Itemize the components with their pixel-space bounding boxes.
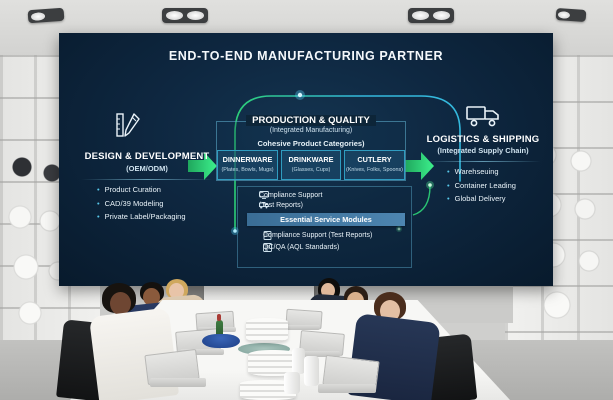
category-sub: (Glasses, Cups) (291, 167, 331, 173)
design-development-section: DESIGN & DEVELOPMENT (OEM/ODM) Product C… (69, 109, 225, 229)
decor-bottle (216, 314, 223, 338)
category-name: DINNERWARE (222, 155, 273, 164)
logistics-bullet: Warehseuing (447, 167, 551, 176)
logistics-shipping-section: LOGISTICS & SHIPPING (Integrated Supply … (415, 103, 551, 233)
production-heading: PRODUCTION & QUALITY (216, 115, 406, 126)
design-bullet: Private Label/Packaging (97, 212, 225, 221)
plate-stack (246, 318, 288, 342)
white-vase (284, 372, 300, 394)
ceiling-light (27, 7, 65, 24)
divider (81, 179, 213, 180)
category-cutlery: CUTLERY (Knives, Folks, Spoons) (344, 150, 405, 180)
service-modules-box: Compliance Support (Test Reports) Essent… (237, 186, 412, 268)
logistics-bullet-list: Warehseuing Container Leading Global Del… (447, 167, 551, 208)
connector-lines (188, 90, 461, 235)
arrow-design-to-production (188, 152, 217, 180)
design-bullet: CAD/39 Modeling (97, 199, 225, 208)
service-row: (Test Reports) (259, 201, 303, 209)
service-row: Compliance Support (Test Reports) (263, 231, 373, 240)
logistics-bullet: Global Delivery (447, 194, 551, 203)
truck-small-icon (259, 202, 269, 209)
service-row: QC/QA (AQL Standards) (263, 243, 340, 252)
divider (425, 161, 541, 162)
ceiling-light (408, 8, 454, 23)
service-row: Compliance Support (259, 191, 323, 199)
white-jug (304, 356, 319, 386)
category-name: DRINKWARE (288, 155, 334, 164)
white-vase (292, 348, 305, 374)
chat-monitor-icon (259, 191, 269, 199)
truck-icon (466, 106, 499, 127)
logistics-bullet: Container Leading (447, 181, 551, 190)
logistics-subheading: (Integrated Supply Chain) (437, 146, 529, 155)
design-heading: DESIGN & DEVELOPMENT (84, 151, 210, 162)
slide-title: END-TO-END MANUFACTURING PARTNER (168, 49, 444, 63)
production-subheading: (Integrated Manufacturing) (269, 127, 353, 134)
blue-bowl (202, 334, 240, 348)
ceiling-light (162, 8, 208, 23)
categories-label: Cohesive Product Categories) (257, 139, 365, 148)
plate-stack (240, 380, 296, 400)
category-drinkware: DRINKWARE (Glasses, Cups) (281, 150, 341, 180)
arrow-production-to-logistics (405, 152, 434, 180)
presentation-screen: END-TO-END MANUFACTURING PARTNER (59, 33, 553, 286)
category-sub: (Plates, Bowls, Mugs) (221, 167, 274, 173)
category-sub: (Knives, Folks, Spoons) (346, 167, 403, 173)
pencil-ruler-icon (116, 113, 140, 137)
essential-service-modules-bar: Essential Service Modules (247, 213, 405, 226)
document-icon (263, 231, 272, 240)
design-bullet-list: Product Curation CAD/39 Modeling Private… (97, 185, 225, 226)
design-bullet: Product Curation (97, 185, 225, 194)
ceiling-light (555, 7, 587, 23)
category-dinnerware: DINNERWARE (Plates, Bowls, Mugs) (217, 150, 278, 180)
checklist-icon (263, 243, 272, 252)
logistics-heading: LOGISTICS & SHIPPING (426, 134, 540, 145)
plate-stack (248, 350, 298, 376)
design-subheading: (OEM/ODM) (126, 164, 168, 173)
category-name: CUTLERY (357, 155, 392, 164)
